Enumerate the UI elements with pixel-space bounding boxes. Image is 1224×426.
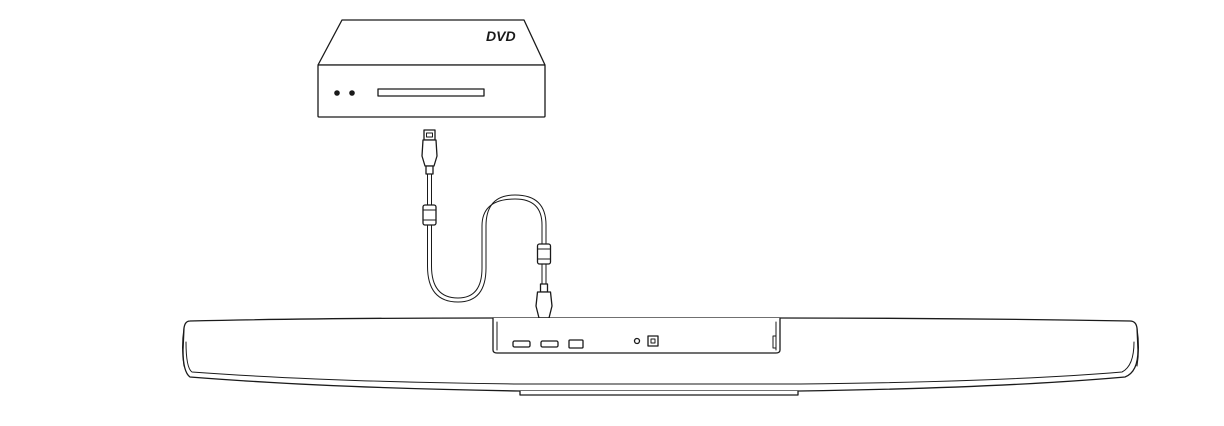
hdmi-cable-icon	[421, 129, 553, 331]
hdmi-in-port	[540, 340, 559, 348]
optical-port	[647, 335, 659, 347]
aux-port	[633, 337, 641, 345]
hdmi-connector-top	[421, 129, 438, 175]
status-light-icon	[349, 90, 355, 96]
ferrite-core-left	[422, 204, 437, 226]
hdmi-arc-port	[512, 340, 531, 348]
disc-slot	[377, 88, 485, 97]
dvd-player-icon: DVD	[317, 19, 546, 118]
ferrite-core-right	[536, 243, 552, 265]
side-latch	[772, 335, 777, 349]
power-light-icon	[334, 90, 340, 96]
usb-port	[568, 339, 584, 349]
soundbar-icon	[182, 317, 1139, 396]
dvd-label: DVD	[486, 28, 516, 44]
